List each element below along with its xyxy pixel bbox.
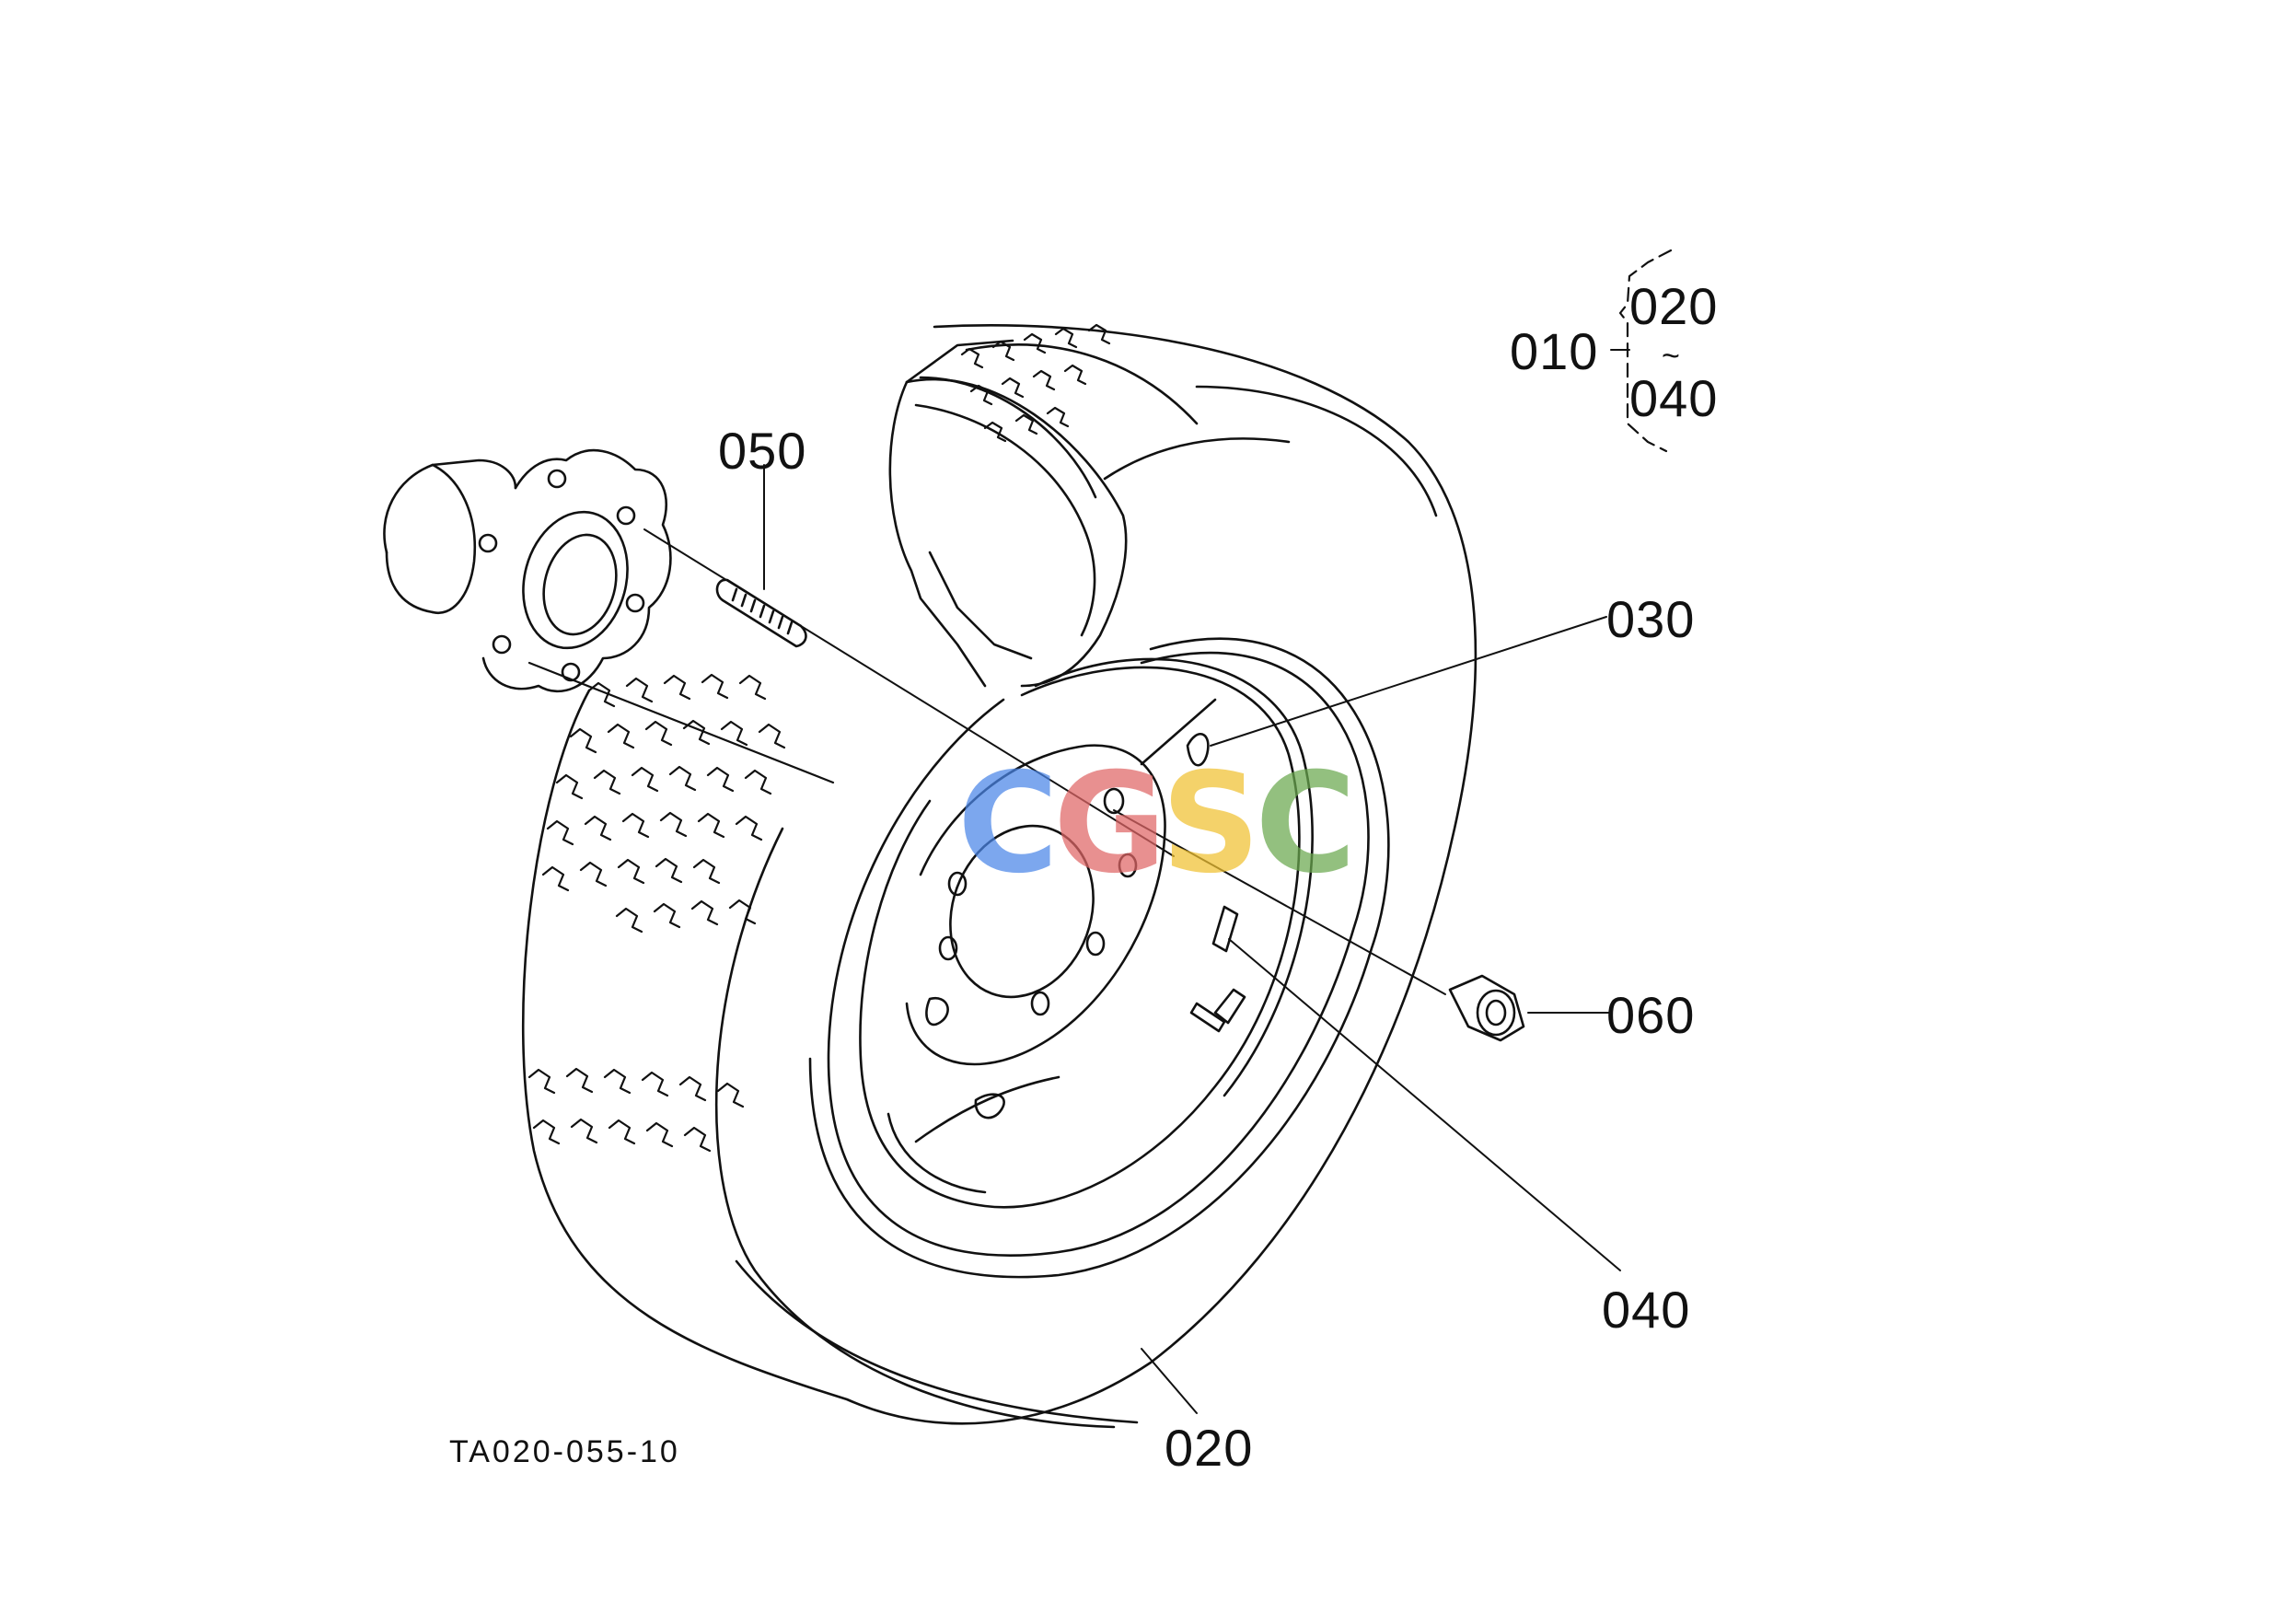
- stud-bolt: [715, 578, 807, 648]
- callout-030: 030: [1606, 590, 1696, 648]
- hub-nut: [1448, 974, 1525, 1042]
- figure-code: TA020-055-10: [449, 1434, 680, 1469]
- range-bracket: [1618, 249, 1673, 453]
- watermark-logo: CGSC: [957, 744, 1356, 904]
- rim: [859, 657, 1314, 1209]
- callout-040: 040: [1602, 1281, 1691, 1339]
- callout-010: 010: [1510, 322, 1599, 380]
- watermark-letter-g: G: [1053, 744, 1166, 904]
- tread-pattern: [527, 323, 1111, 1153]
- leader-lines: [643, 349, 1630, 1414]
- hub: [383, 448, 672, 693]
- callout-050: 050: [718, 422, 807, 480]
- callout-020: 020: [1165, 1419, 1254, 1477]
- callout-060: 060: [1606, 986, 1696, 1044]
- watermark-letter-c2: C: [1255, 744, 1356, 904]
- range-separator: ~: [1662, 339, 1681, 374]
- callout-range-start: 020: [1629, 277, 1719, 335]
- valve-stem: [1189, 905, 1246, 1033]
- callout-range-end: 040: [1629, 369, 1719, 427]
- watermark-letter-s: S: [1161, 744, 1260, 904]
- watermark-letter-c1: C: [957, 744, 1059, 904]
- tire: [521, 324, 1478, 1429]
